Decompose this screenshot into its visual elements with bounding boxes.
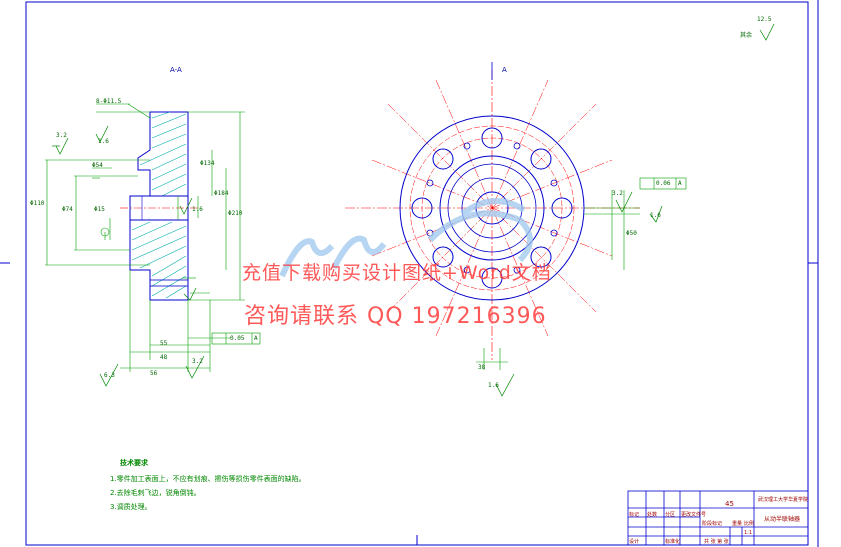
section-hatch [129,111,189,301]
dim-d1: Φ110 [30,200,45,207]
tech-req-item-2: 2.去除毛刺飞边，锐角倒钝。 [110,489,201,497]
dim-d4: Φ134 [200,160,215,167]
roughness-mark-6: 3.2 [612,190,623,197]
tb-label-scale: 比例 [744,521,755,527]
tb-label-design: 设计 [629,539,640,545]
roughness-other-value: 12.5 [757,16,772,23]
section-view [45,103,261,372]
title-block [627,490,809,546]
tb-label-count: 处数 [647,512,658,518]
title-part-name: 从动半联轴器 [764,516,801,523]
title-material: 45 [725,500,734,508]
roughness-other-label: 其余 [740,32,753,39]
tb-label-zone: 分区 [665,512,676,518]
dim-bottom-right: 38 [478,364,486,371]
dim-holes: 8-Φ11.5 [96,98,122,105]
section-label: A-A [170,66,182,74]
title-org: 武汉理工大学华夏学院 [758,497,809,503]
roughness-mark-8: 1.6 [488,382,499,389]
dim-d7: Φ15 [94,206,105,213]
gtol-left-value: 0.05 [230,335,245,342]
dim-right-side: Φ50 [626,230,637,237]
roughness-mark-4: 6.3 [104,372,115,379]
dim-d2: Φ74 [62,206,73,213]
dim-l2: 48 [160,354,168,361]
gtol-left-datum: A [254,335,258,342]
tb-label-weight: 重量 [732,521,743,527]
roughness-mark-5: 3.2 [192,358,203,365]
tb-label-change: 更改文件号 [681,512,707,518]
tb-scale-value: 1:1 [744,530,753,536]
roughness-mark-3: 1.6 [192,206,203,213]
tb-label-mark: 标记 [629,512,640,518]
dim-d5: Φ184 [214,190,229,197]
roughness-mark-7: 1.6 [650,212,661,219]
dim-l3: 56 [150,370,158,377]
roughness-mark-2: 1.6 [98,138,109,145]
view-arrow-label: A [502,66,507,74]
dim-l1: 55 [160,340,168,347]
gtol-right-datum: A [678,180,682,187]
roughness-marks-left [52,125,205,387]
roughness-mark-1: 3.2 [56,132,67,139]
watermark-line-2: 咨询请联系 QQ 197216396 [244,304,547,329]
tb-label-stage: 阶段标记 [702,521,723,527]
end-view [345,23,775,397]
tech-req-item-1: 1.零件加工表面上，不应有划痕、擦伤等损伤零件表面的缺陷。 [110,475,306,483]
tb-label-std: 标准化 [665,539,681,545]
watermark-line-1: 充值下载购买设计图纸+Word文档 [242,262,552,284]
tb-sheet: 共 张 第 张 [704,539,729,545]
tech-req-title: 技术要求 [120,459,148,467]
tech-req-item-3: 3.调质处理。 [110,503,152,511]
gtol-right-value: 0.06 [656,180,671,187]
dim-d3: Φ54 [92,162,103,169]
watermark-logo [279,197,533,278]
dim-d6: Φ210 [228,210,243,217]
